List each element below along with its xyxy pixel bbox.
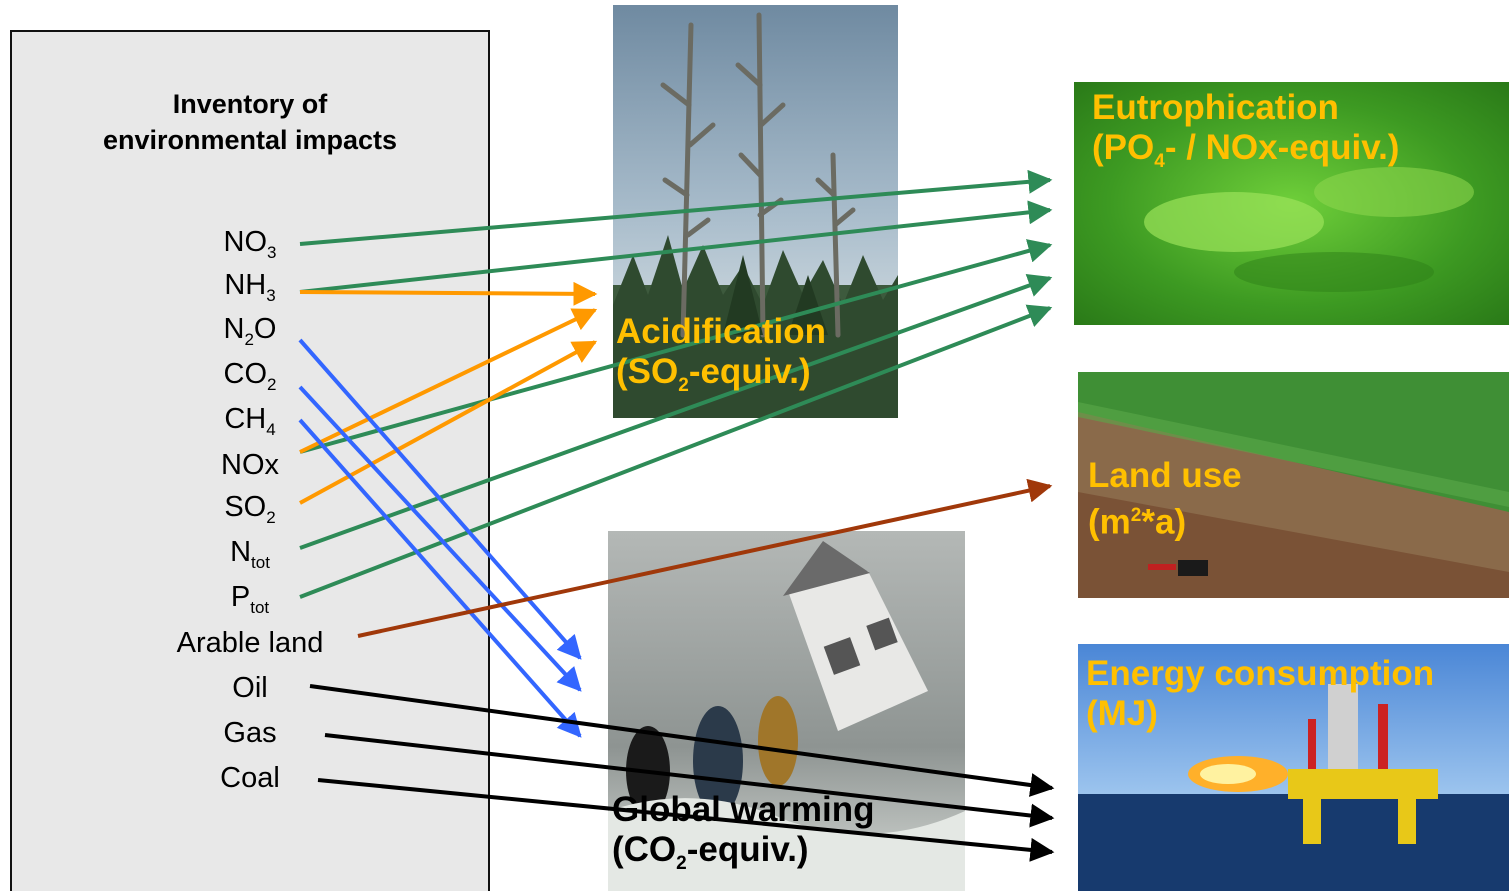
item-coal: Coal	[220, 762, 280, 794]
arrow-so2-to-acidification	[299, 340, 598, 505]
item-nh3: NH3	[224, 269, 276, 305]
item-co2: CO2	[223, 358, 277, 394]
arrow-n2o-to-global-warming	[298, 338, 582, 660]
inventory-title-line2: environmental impacts	[102, 125, 398, 155]
energy-photo	[1078, 644, 1509, 891]
arrow-nox-to-acidification	[299, 308, 598, 454]
inventory-title-line1: Inventory of	[172, 89, 328, 119]
arrow-nox-to-eutrophication	[299, 239, 1053, 454]
item-nox: NOx	[221, 449, 279, 481]
arrow-arable-to-land-use	[357, 478, 1053, 638]
arrow-nh3-to-eutrophication	[299, 200, 1053, 294]
item-n2o: N2O	[223, 313, 277, 349]
item-arable-land: Arable land	[176, 627, 324, 659]
eutrophication-label: Eutrophication (PO4- / NOx-equiv.)	[1092, 88, 1400, 172]
inventory-title: Inventory of environmental impacts	[10, 86, 490, 158]
arrow-co2-to-global-warming	[298, 385, 582, 692]
item-so2: SO2	[224, 491, 276, 527]
arrow-ch4-to-global-warming	[298, 418, 582, 738]
eutrophication-photo	[1074, 82, 1509, 325]
arrow-ptot-to-eutrophication	[299, 304, 1053, 599]
land-use-label: Land use (m2*a)	[1088, 456, 1242, 542]
arrow-ntot-to-eutrophication	[299, 274, 1053, 550]
energy-label: Energy consumption (MJ)	[1086, 654, 1435, 733]
arrow-no3-to-eutrophication	[299, 169, 1053, 246]
item-ptot: Ptot	[230, 581, 270, 617]
arrow-oil-to-energy	[309, 684, 1055, 797]
arrow-coal-to-energy	[317, 778, 1055, 862]
arrow-nh3-to-acidification	[299, 281, 598, 306]
item-gas: Gas	[223, 717, 277, 749]
inventory-panel	[10, 30, 490, 891]
global-warming-label: Global warming (CO2-equiv.)	[612, 790, 875, 874]
item-no3: NO3	[223, 226, 277, 262]
global-warming-photo	[608, 531, 965, 891]
item-ntot: Ntot	[230, 536, 270, 572]
item-ch4: CH4	[224, 403, 276, 439]
acidification-label: Acidification (SO2-equiv.)	[616, 312, 827, 396]
arrow-gas-to-energy	[324, 733, 1055, 828]
item-oil: Oil	[232, 672, 268, 704]
land-use-photo	[1078, 372, 1509, 598]
